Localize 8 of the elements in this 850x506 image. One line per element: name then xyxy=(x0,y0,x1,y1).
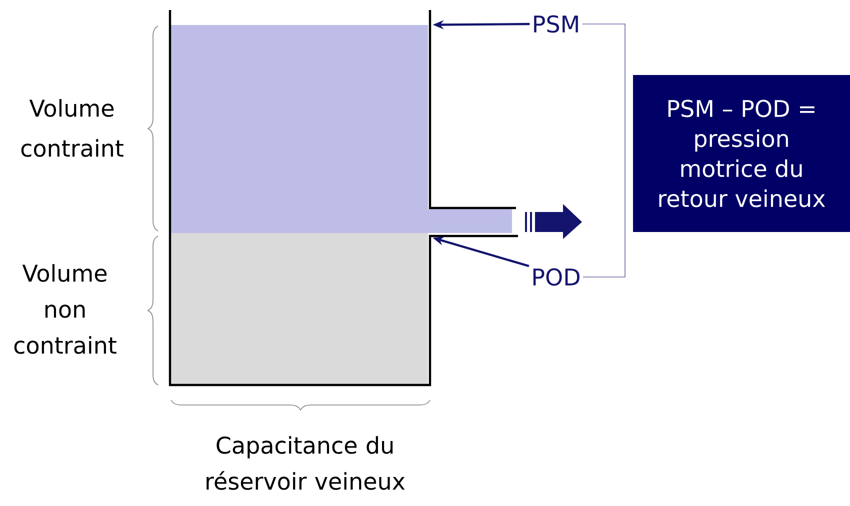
formula-box: PSM – POD = pression motrice du retour veineux xyxy=(633,75,850,232)
bracket-line xyxy=(582,24,626,278)
pressure-label: PSM xyxy=(534,15,578,33)
reservoir-drawing xyxy=(168,10,518,386)
volume-label: Capacitance du réservoir veineux xyxy=(206,436,405,490)
pressure-label: POD xyxy=(533,268,580,286)
volume-label: Volume non contraint xyxy=(14,264,116,354)
volume-label: Volume contraint xyxy=(21,99,124,157)
